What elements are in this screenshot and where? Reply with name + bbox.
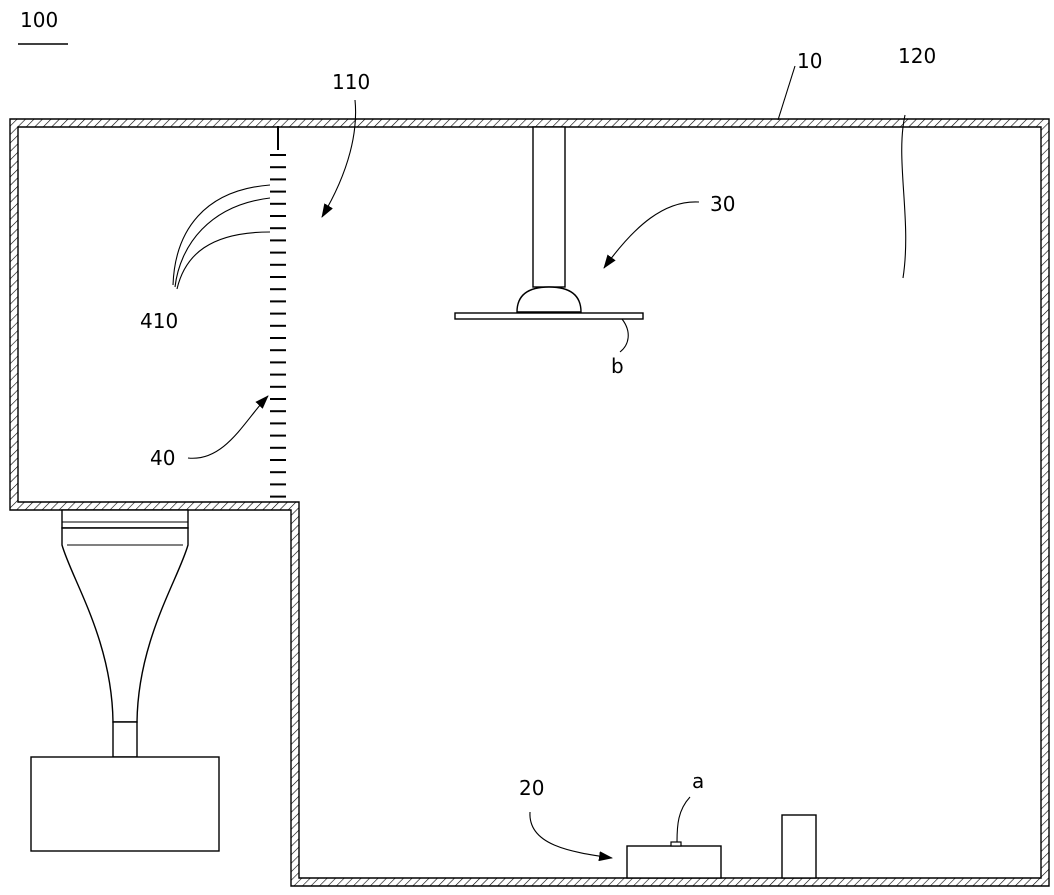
housing-wall — [9, 118, 1050, 887]
label-bottom-assembly: 20 — [519, 776, 544, 800]
bottom-assembly — [626, 814, 817, 879]
chamber-left-arrow — [321, 99, 357, 218]
point-a-leader — [676, 796, 691, 843]
top-assembly-arrow — [603, 201, 700, 269]
horn-assembly — [30, 509, 220, 852]
label-point-a: a — [692, 769, 704, 793]
scale-mark-leader-3 — [176, 231, 271, 290]
scale-arrow — [187, 395, 269, 459]
scale — [270, 126, 286, 498]
label-device: 100 — [20, 8, 58, 32]
label-housing: 10 — [797, 49, 822, 73]
chamber-right-leader — [901, 114, 907, 279]
scale-mark-leader-1 — [172, 184, 271, 286]
label-scale: 40 — [150, 446, 175, 470]
housing-leader — [777, 65, 796, 121]
label-top-assembly: 30 — [710, 192, 735, 216]
label-point-b: b — [611, 354, 624, 378]
label-scale-marks: 410 — [140, 309, 178, 333]
scale-marks — [270, 154, 286, 498]
reference-labels: 100 10 110 120 30 410 b 40 20 a — [20, 8, 936, 800]
bottom-assembly-arrow — [529, 811, 613, 862]
label-chamber-left: 110 — [332, 70, 370, 94]
top-assembly — [454, 126, 644, 320]
point-b-leader — [619, 318, 629, 353]
leader-lines — [18, 43, 907, 862]
scale-mark-leader-2 — [174, 197, 271, 288]
label-chamber-right: 120 — [898, 44, 936, 68]
